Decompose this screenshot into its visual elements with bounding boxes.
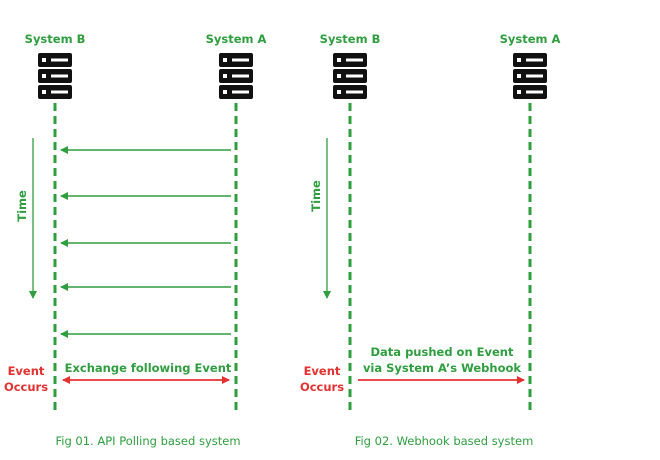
fig1-polling-diagram: System B System A Time Event Occurs Exch… xyxy=(4,32,267,448)
fig1-time-label: Time xyxy=(15,190,29,222)
fig2-webhook-diagram: System B System A Time Event Occurs Data… xyxy=(300,32,561,448)
fig1-system-b-label: System B xyxy=(25,32,86,46)
fig2-system-b-server-icon xyxy=(333,53,367,99)
fig1-event-label-line1: Event xyxy=(8,364,45,378)
fig2-event-label-line2: Occurs xyxy=(300,380,344,394)
fig2-push-label-line2: via System A’s Webhook xyxy=(363,361,521,375)
fig1-system-a-server-icon xyxy=(219,53,253,99)
fig2-caption: Fig 02. Webhook based system xyxy=(355,434,534,448)
fig2-system-a-label: System A xyxy=(500,32,561,46)
fig2-event-label-line1: Event xyxy=(304,364,341,378)
fig1-exchange-label: Exchange following Event xyxy=(65,361,232,375)
fig2-push-label-line1: Data pushed on Event xyxy=(371,345,514,359)
fig1-event-label-line2: Occurs xyxy=(4,380,48,394)
fig2-system-b-label: System B xyxy=(320,32,381,46)
fig1-caption: Fig 01. API Polling based system xyxy=(55,434,240,448)
fig2-system-a-server-icon xyxy=(513,53,547,99)
fig2-time-label: Time xyxy=(309,180,323,212)
fig1-system-a-label: System A xyxy=(206,32,267,46)
fig1-system-b-server-icon xyxy=(38,53,72,99)
